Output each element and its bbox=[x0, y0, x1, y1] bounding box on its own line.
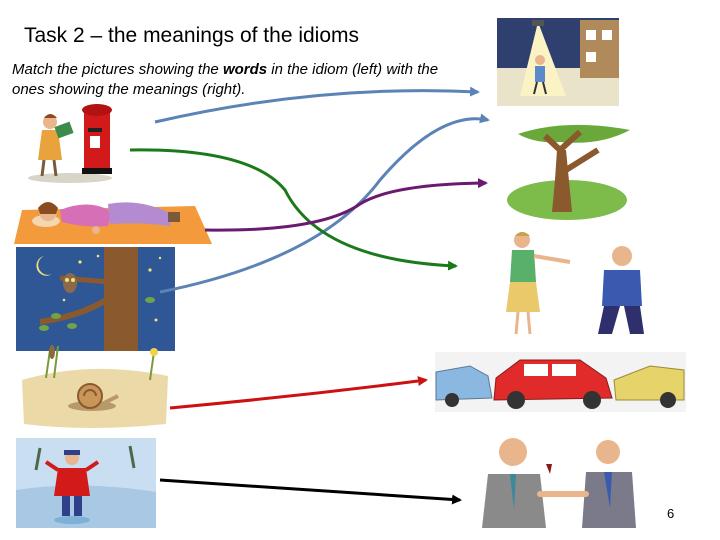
arrow-black bbox=[159, 478, 462, 505]
slide-title: Task 2 – the meanings of the idioms bbox=[24, 24, 360, 47]
arrow-blue-long bbox=[159, 113, 490, 294]
owl-tree-picture bbox=[16, 247, 175, 351]
frozen-man-picture bbox=[16, 438, 156, 528]
postbox-picture bbox=[28, 104, 112, 183]
arrow-red bbox=[169, 376, 428, 410]
instructions-bold: words bbox=[222, 61, 268, 78]
handshake-picture bbox=[482, 438, 636, 528]
arrow-blue-top bbox=[154, 86, 480, 124]
instructions: Match the pictures showing the words in … bbox=[12, 60, 472, 100]
arrow-purple bbox=[204, 178, 488, 232]
sleeping-woman-picture bbox=[14, 202, 212, 244]
spotlight-picture bbox=[497, 18, 619, 106]
arrow-green bbox=[129, 148, 458, 271]
snail-picture bbox=[22, 345, 168, 428]
page-number: 6 bbox=[667, 506, 675, 521]
instructions-part-1: Match the pictures showing the bbox=[12, 61, 223, 78]
tree-picture bbox=[507, 124, 630, 220]
cars-picture bbox=[435, 352, 686, 412]
instructions-part-2: in the idiom (left) with the ones showin… bbox=[12, 61, 439, 98]
pointing-people-picture bbox=[506, 232, 644, 335]
